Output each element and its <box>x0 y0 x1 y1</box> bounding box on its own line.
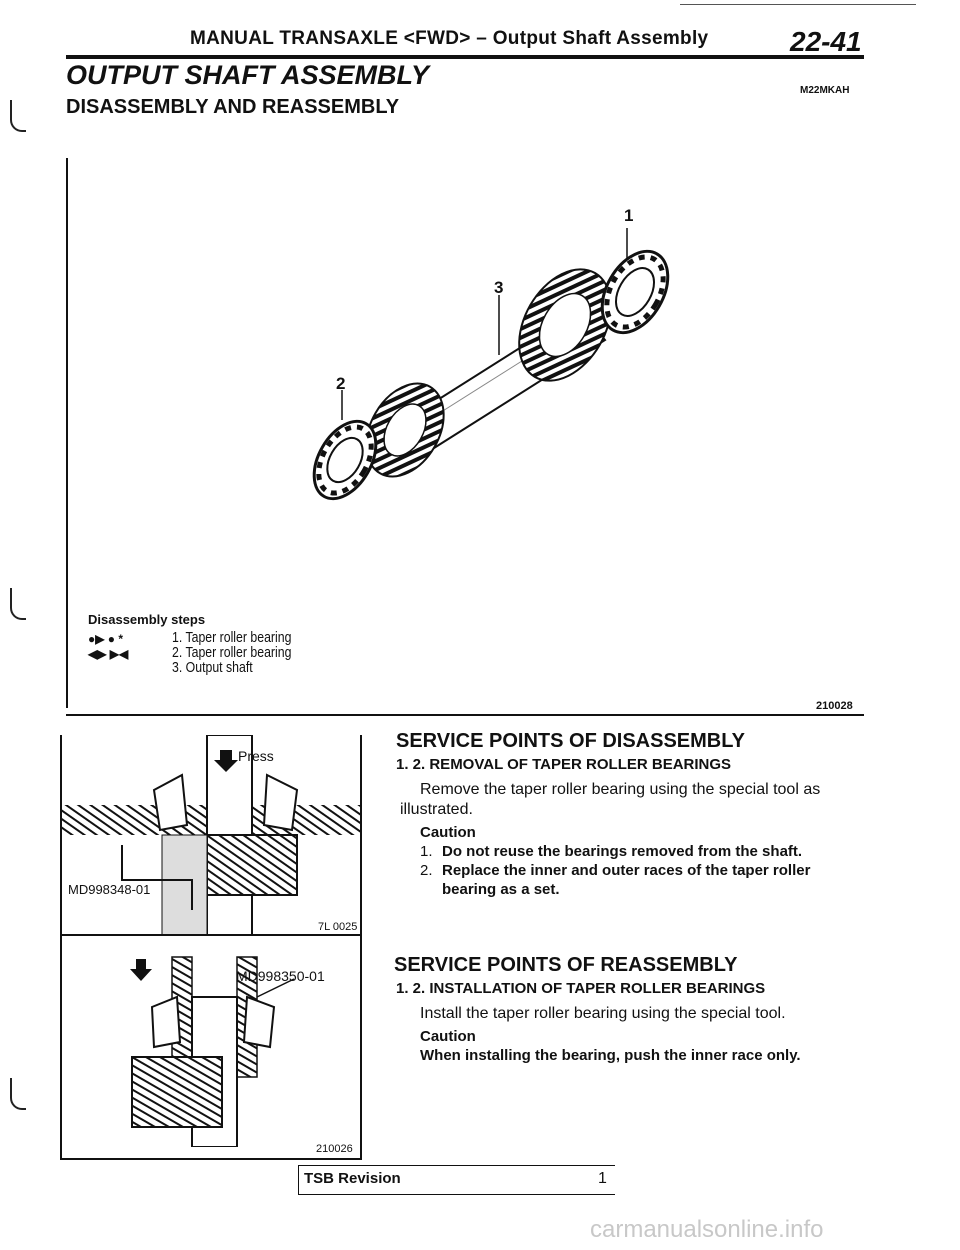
tsb-label: TSB Revision <box>304 1170 401 1187</box>
reassembly-heading: SERVICE POINTS OF REASSEMBLY <box>394 954 738 976</box>
reassembly-body: Install the taper roller bearing using t… <box>420 1005 786 1022</box>
tsb-value: 1 <box>598 1170 607 1187</box>
tool-label-b: MD998350-01 <box>236 968 325 984</box>
section-subtitle: DISASSEMBLY AND REASSEMBLY <box>66 96 400 118</box>
header-rule <box>66 55 864 59</box>
frame-line <box>360 735 362 1160</box>
tsb-box <box>298 1165 615 1195</box>
figure-code-b: 210026 <box>316 1143 353 1155</box>
figure-code-a: 7L 0025 <box>318 921 358 933</box>
disassembly-body-2: illustrated. <box>400 801 473 818</box>
frame-line <box>66 158 68 708</box>
disassembly-body: Remove the taper roller bearing using th… <box>420 781 821 798</box>
caution-1-number: 1. <box>420 843 433 860</box>
removal-figure <box>62 735 360 935</box>
frame-line <box>60 735 62 1160</box>
callout-1: 1 <box>624 206 634 225</box>
step-marks: ◀▶ ▶◀ <box>88 647 129 661</box>
section-code: M22MKAH <box>800 85 850 96</box>
caution-2-number: 2. <box>420 862 433 879</box>
step-item: 3. Output shaft <box>172 659 253 676</box>
disassembly-subheading: 1. 2. REMOVAL OF TAPER ROLLER BEARINGS <box>396 756 732 773</box>
binder-mark <box>10 588 26 620</box>
reassembly-subheading: 1. 2. INSTALLATION OF TAPER ROLLER BEARI… <box>396 980 766 997</box>
callout-3: 3 <box>494 278 504 297</box>
installation-figure <box>130 956 295 1147</box>
disassembly-caution-label: Caution <box>420 824 476 841</box>
reassembly-caution: When installing the bearing, push the in… <box>420 1047 801 1064</box>
figure-code: 210028 <box>816 700 853 712</box>
section-title: OUTPUT SHAFT ASSEMBLY <box>66 60 429 90</box>
disassembly-heading: SERVICE POINTS OF DISASSEMBLY <box>396 730 745 752</box>
frame-line <box>60 1158 362 1160</box>
caution-2: Replace the inner and outer races of the… <box>442 862 811 879</box>
reassembly-caution-label: Caution <box>420 1028 476 1045</box>
caution-1: Do not reuse the bearings removed from t… <box>442 843 803 860</box>
watermark: carmanualsonline.info <box>590 1216 824 1243</box>
step-item: 2. Taper roller bearing <box>172 644 292 661</box>
frame-line <box>62 934 360 936</box>
page-number: 22-41 <box>790 26 862 57</box>
output-shaft-figure <box>312 228 670 501</box>
top-rule <box>680 4 916 5</box>
press-label: Press <box>238 748 274 764</box>
binder-mark <box>10 1078 26 1110</box>
binder-mark <box>10 100 26 132</box>
steps-title: Disassembly steps <box>88 612 206 627</box>
tool-label-a: MD998348-01 <box>68 882 151 897</box>
frame-line <box>66 714 864 716</box>
step-item: 1. Taper roller bearing <box>172 629 292 646</box>
header-title: MANUAL TRANSAXLE <FWD> – Output Shaft As… <box>190 28 709 49</box>
step-marks: ●▶ ● * <box>88 632 124 646</box>
caution-2-cont: bearing as a set. <box>442 881 560 898</box>
callout-2: 2 <box>336 374 346 393</box>
